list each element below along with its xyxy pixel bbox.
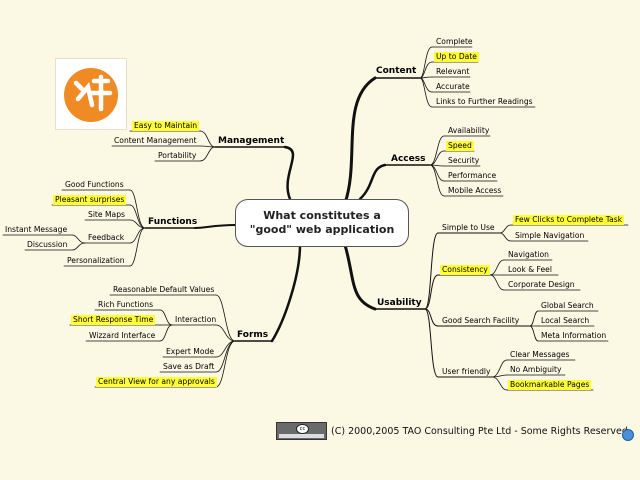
topic-access: Access bbox=[391, 154, 426, 164]
access-item: Security bbox=[448, 156, 480, 165]
forms-item: Wizzard Interface bbox=[89, 331, 156, 340]
topic-functions: Functions bbox=[148, 217, 198, 227]
cc-badge-bar bbox=[279, 434, 324, 438]
functions-subtopic: Feedback bbox=[88, 233, 125, 242]
functions-item: Personalization bbox=[67, 256, 125, 265]
usability-item: Navigation bbox=[508, 250, 549, 259]
forms-subtopic: Interaction bbox=[175, 315, 217, 324]
usability-subtopic: Good Search Facility bbox=[442, 316, 520, 325]
topic-content: Content bbox=[376, 66, 417, 76]
topic-forms: Forms bbox=[237, 330, 269, 340]
ie-icon bbox=[622, 429, 634, 441]
access-item: Mobile Access bbox=[448, 186, 502, 195]
functions-item: Instant Message bbox=[5, 225, 68, 234]
management-item: Content Management bbox=[114, 136, 197, 145]
topic-management: Management bbox=[218, 136, 285, 146]
content-item: Relevant bbox=[436, 67, 470, 76]
forms-item: Save as Draft bbox=[163, 362, 215, 371]
usability-subtopic: Simple to Use bbox=[442, 223, 495, 232]
functions-item: Discussion bbox=[27, 240, 68, 249]
management-item: Portability bbox=[158, 151, 197, 160]
usability-subtopic-highlighted: Consistency bbox=[440, 265, 490, 275]
content-item-highlighted: Up to Date bbox=[434, 52, 479, 62]
usability-subtopic: User friendly bbox=[442, 367, 491, 376]
usability-item: Local Search bbox=[541, 316, 590, 325]
cc-icon: cc bbox=[296, 424, 309, 434]
forms-item: Expert Mode bbox=[166, 347, 214, 356]
branch-usability-line bbox=[343, 243, 377, 311]
usability-item: Clear Messages bbox=[510, 350, 570, 359]
content-item: Accurate bbox=[436, 82, 470, 91]
usability-item: No Ambiguity bbox=[510, 365, 562, 374]
functions-item: Site Maps bbox=[88, 210, 125, 219]
forms-item: Rich Functions bbox=[98, 300, 154, 309]
forms-item-highlighted: Central View for any approvals bbox=[96, 377, 217, 387]
usability-item-highlighted: Bookmarkable Pages bbox=[508, 380, 592, 390]
content-item: Links to Further Readings bbox=[436, 97, 533, 106]
central-topic-line1: What constitutes a bbox=[263, 209, 381, 222]
tao-logo bbox=[55, 58, 127, 130]
usability-item: Global Search bbox=[541, 301, 594, 310]
creative-commons-badge[interactable]: cc bbox=[276, 422, 327, 440]
usability-item: Simple Navigation bbox=[515, 231, 585, 240]
content-item: Complete bbox=[436, 37, 473, 46]
branch-management-line bbox=[283, 145, 295, 201]
usability-item: Meta Information bbox=[541, 331, 607, 340]
usability-item: Look & Feel bbox=[508, 265, 552, 274]
access-item-highlighted: Speed bbox=[446, 141, 474, 151]
functions-item-highlighted: Pleasant surprises bbox=[53, 195, 127, 205]
management-item-highlighted: Easy to Maintain bbox=[132, 121, 200, 131]
branch-content-line bbox=[343, 76, 377, 205]
access-item: Performance bbox=[448, 171, 497, 180]
functions-item: Good Functions bbox=[65, 180, 124, 189]
branch-forms-line bbox=[270, 243, 302, 343]
usability-item-highlighted: Few Clicks to Complete Task bbox=[513, 215, 625, 225]
central-topic-line2: "good" web application bbox=[249, 223, 395, 236]
central-topic: What constitutes a "good" web applicatio… bbox=[235, 199, 409, 247]
branch-access-line bbox=[358, 163, 387, 201]
copyright-notice: (C) 2000,2005 TAO Consulting Pte Ltd - S… bbox=[331, 426, 628, 437]
usability-item: Corporate Design bbox=[508, 280, 575, 289]
branch-functions-line bbox=[194, 224, 236, 229]
forms-item-highlighted: Short Response Time bbox=[71, 315, 156, 325]
topic-usability: Usability bbox=[377, 298, 422, 308]
forms-item: Reasonable Default Values bbox=[113, 285, 215, 294]
access-item: Availability bbox=[448, 126, 490, 135]
